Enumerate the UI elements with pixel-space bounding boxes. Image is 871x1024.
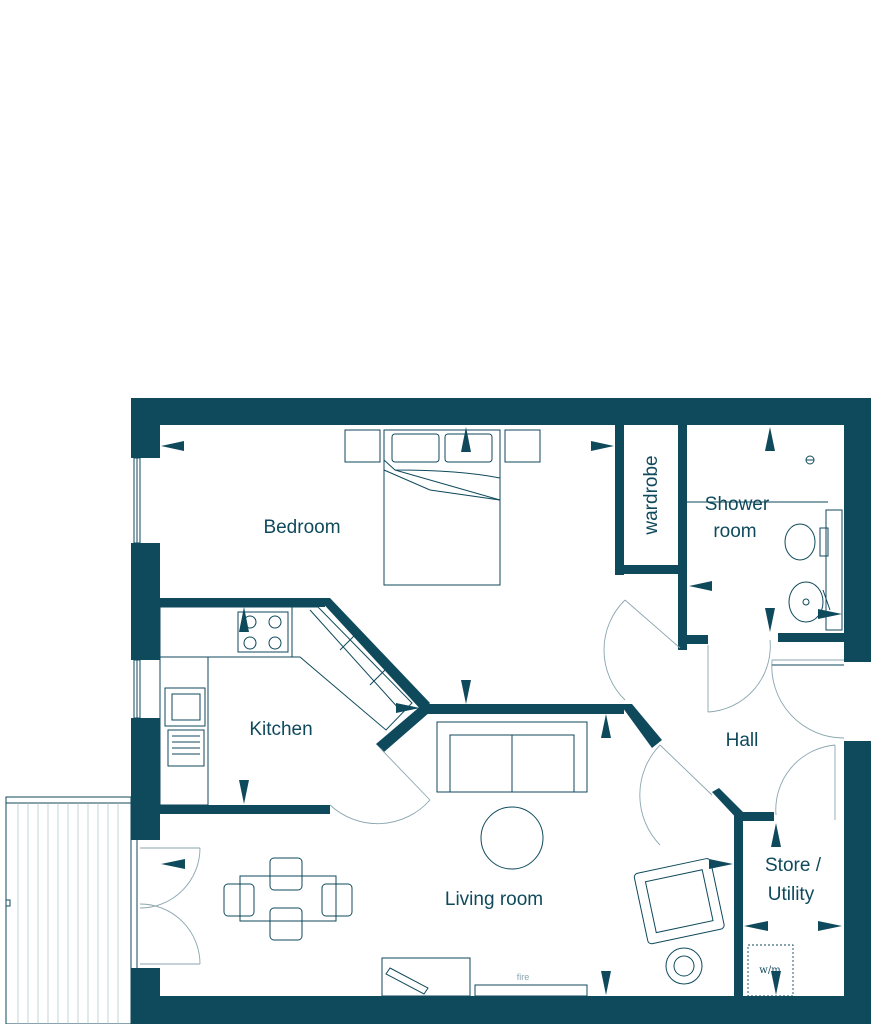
living-furniture (223, 721, 725, 997)
dimension-arrows (161, 427, 842, 995)
label-hall: Hall (726, 730, 759, 751)
interior-walls (160, 425, 844, 996)
windows (133, 457, 141, 719)
exterior-walls (131, 398, 871, 1024)
shower-fixtures (687, 455, 843, 631)
label-washing-machine: w/m (759, 965, 781, 976)
label-living-room: Living room (445, 889, 543, 910)
label-shower-line1: Shower (705, 494, 770, 515)
kitchen-fixtures (159, 606, 413, 806)
label-store-line1: Store / (765, 855, 822, 876)
bedroom-furniture (344, 429, 541, 586)
label-fire: fire (517, 972, 530, 982)
room-labels: Bedroom wardrobe Shower room Kitchen Hal… (249, 455, 821, 982)
label-shower-line2: room (713, 521, 756, 542)
door-swings (136, 599, 845, 968)
label-kitchen: Kitchen (249, 719, 312, 740)
balcony (5, 796, 132, 1024)
label-store-line2: Utility (768, 884, 815, 905)
label-bedroom: Bedroom (263, 517, 340, 538)
label-wardrobe: wardrobe (641, 455, 662, 535)
